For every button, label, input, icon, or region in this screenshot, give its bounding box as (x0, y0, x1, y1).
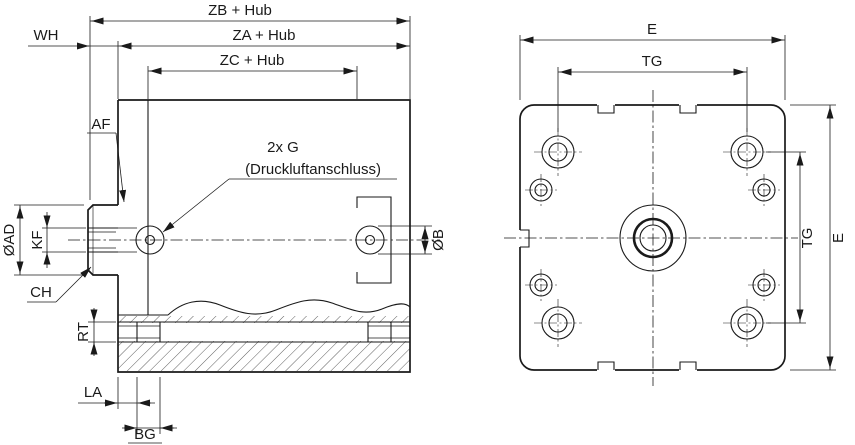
dim-label-la: LA (84, 384, 102, 401)
screw-hole-top-right (723, 128, 771, 176)
mounting-hole-right-upper (748, 174, 780, 206)
sensor-slot-notch-top-left (597, 105, 615, 114)
dim-label-ob: ØB (430, 229, 447, 251)
dim-label-zb-hub: ZB + Hub (208, 2, 272, 19)
dim-label-kf: KF (29, 230, 46, 249)
front-view: E TG TG E (504, 21, 847, 386)
port-leader-line (162, 178, 230, 233)
screw-hole-top-left (534, 128, 582, 176)
mounting-hole-left-lower (525, 269, 557, 301)
side-dimension-lines (19, 20, 426, 444)
side-extension-lines (14, 16, 432, 434)
side-dimension-arrows (16, 17, 429, 432)
screw-hole-bottom-right (723, 299, 771, 347)
sensor-slot-notch-bottom-right (679, 361, 697, 370)
sensor-slot-notch-top-right (679, 105, 697, 114)
corner-screw-holes (534, 128, 771, 347)
dim-label-e-top: E (647, 21, 657, 38)
dim-label-za-hub: ZA + Hub (233, 27, 296, 44)
ch-leader-line (55, 266, 92, 303)
port-label-line1: 2x G (267, 139, 299, 156)
dim-label-tg-right: TG (799, 228, 816, 249)
mounting-block (118, 321, 410, 343)
sensor-slot-notch-bottom-left (597, 361, 615, 370)
dim-label-af: AF (91, 116, 110, 133)
front-dimension-arrows (521, 36, 834, 369)
dim-label-ch: CH (30, 284, 52, 301)
port-label-line2: (Druckluftanschluss) (245, 161, 381, 178)
mounting-hole-left-upper (525, 174, 557, 206)
side-view: ZB + Hub WH ZA + Hub ZC + Hub AF 2x G (D… (1, 2, 447, 444)
left-edge-notch (520, 229, 530, 248)
mounting-hole-right-lower (748, 269, 780, 301)
mounting-block-hatching (118, 316, 410, 371)
dim-label-oad: ØAD (1, 224, 18, 257)
front-extension-lines (519, 35, 836, 371)
dim-label-e-right: E (830, 233, 847, 243)
dim-label-wh: WH (34, 27, 59, 44)
dim-label-zc-hub: ZC + Hub (220, 52, 285, 69)
dim-label-bg: BG (134, 426, 156, 443)
break-wave-line (167, 299, 411, 316)
front-dimension-lines (520, 39, 831, 370)
side-mounting-holes (525, 174, 780, 301)
rod-end-cap (87, 204, 137, 276)
dim-label-rt: RT (75, 322, 92, 342)
af-leader-line (115, 132, 127, 203)
front-body-outline (517, 102, 786, 373)
dim-label-tg-top: TG (642, 53, 663, 70)
screw-hole-bottom-left (534, 299, 582, 347)
